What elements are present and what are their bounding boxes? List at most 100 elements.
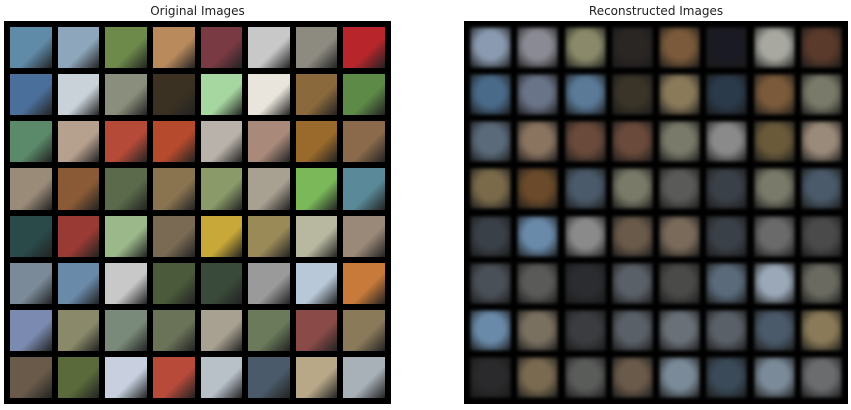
original-image-tile (57, 215, 100, 257)
reconstructed-image-tile (753, 263, 795, 304)
reconstructed-image-tile (753, 74, 795, 115)
reconstructed-image-tile (706, 357, 748, 398)
reconstructed-image-tile (801, 215, 842, 257)
reconstructed-image-tile (801, 27, 842, 68)
reconstructed-image-tile (753, 357, 795, 398)
reconstructed-image-tile (470, 357, 511, 398)
original-image-tile (200, 74, 243, 116)
original-image-tile (200, 262, 243, 304)
reconstructed-image-tile (753, 215, 795, 257)
reconstructed-image-tile (753, 121, 795, 162)
reconstructed-image-tile (470, 74, 511, 115)
original-image-tile (295, 27, 338, 69)
reconstructed-image-tile (612, 263, 653, 304)
original-image-tile (295, 74, 338, 116)
reconstructed-image-tile (706, 215, 748, 257)
original-image-tile (105, 309, 147, 351)
reconstructed-image-tile (612, 121, 653, 162)
reconstructed-image-tile (706, 27, 748, 68)
reconstructed-image-tile (706, 263, 748, 304)
original-image-tile (295, 356, 338, 398)
reconstructed-image-tile (801, 74, 842, 115)
original-image-tile (105, 262, 147, 304)
reconstructed-image-tile (659, 74, 700, 115)
reconstructed-image-tile (706, 74, 748, 115)
reconstructed-image-tile (470, 168, 511, 210)
original-image-tile (200, 309, 243, 351)
reconstructed-image-tile (517, 74, 559, 115)
original-image-tile (57, 309, 100, 351)
reconstructed-images-grid (464, 21, 848, 404)
original-image-tile (10, 309, 52, 351)
original-image-tile (343, 27, 385, 69)
original-image-tile (57, 27, 100, 69)
reconstructed-image-tile (659, 310, 700, 351)
reconstructed-image-tile (801, 263, 842, 304)
reconstructed-image-tile (517, 27, 559, 68)
original-image-tile (152, 309, 195, 351)
reconstructed-image-tile (659, 121, 700, 162)
original-image-tile (10, 27, 52, 69)
reconstructed-image-tile (706, 168, 748, 210)
original-image-tile (343, 74, 385, 116)
reconstructed-image-tile (612, 27, 653, 68)
original-image-tile (10, 356, 52, 398)
original-image-tile (343, 121, 385, 163)
original-image-tile (295, 262, 338, 304)
original-image-tile (248, 309, 290, 351)
reconstructed-images-title: Reconstructed Images (588, 4, 724, 18)
original-images-title: Original Images (150, 4, 245, 18)
original-image-tile (57, 74, 100, 116)
original-image-tile (343, 356, 385, 398)
reconstructed-image-tile (612, 215, 653, 257)
original-image-tile (105, 356, 147, 398)
reconstructed-image-tile (470, 310, 511, 351)
original-image-tile (105, 27, 147, 69)
original-image-tile (248, 74, 290, 116)
reconstructed-image-tile (470, 215, 511, 257)
reconstructed-image-tile (612, 357, 653, 398)
original-image-tile (10, 168, 52, 210)
original-image-tile (152, 74, 195, 116)
original-image-tile (200, 215, 243, 257)
original-image-tile (248, 262, 290, 304)
reconstructed-image-tile (801, 310, 842, 351)
reconstructed-image-tile (659, 215, 700, 257)
reconstructed-image-tile (659, 27, 700, 68)
original-image-tile (10, 262, 52, 304)
reconstructed-image-tile (753, 27, 795, 68)
original-image-tile (57, 262, 100, 304)
original-image-tile (248, 121, 290, 163)
original-image-tile (152, 121, 195, 163)
reconstructed-image-tile (564, 74, 606, 115)
original-image-tile (152, 356, 195, 398)
original-image-tile (248, 356, 290, 398)
original-image-tile (343, 215, 385, 257)
reconstructed-image-tile (564, 310, 606, 351)
reconstructed-image-tile (612, 74, 653, 115)
original-image-tile (57, 168, 100, 210)
reconstructed-image-tile (612, 310, 653, 351)
reconstructed-image-tile (753, 310, 795, 351)
reconstructed-image-tile (564, 357, 606, 398)
original-image-tile (295, 121, 338, 163)
reconstructed-image-tile (517, 357, 559, 398)
reconstructed-image-tile (706, 310, 748, 351)
original-image-tile (152, 27, 195, 69)
original-image-tile (105, 121, 147, 163)
original-image-tile (343, 309, 385, 351)
reconstructed-image-tile (470, 121, 511, 162)
original-image-tile (10, 74, 52, 116)
original-image-tile (152, 168, 195, 210)
reconstructed-image-tile (517, 263, 559, 304)
reconstructed-image-tile (470, 263, 511, 304)
original-image-tile (343, 262, 385, 304)
reconstructed-image-tile (517, 121, 559, 162)
reconstructed-image-tile (564, 27, 606, 68)
original-image-tile (248, 215, 290, 257)
original-image-tile (200, 168, 243, 210)
original-image-tile (10, 215, 52, 257)
reconstructed-image-tile (801, 357, 842, 398)
reconstructed-image-tile (659, 168, 700, 210)
reconstructed-image-tile (564, 121, 606, 162)
